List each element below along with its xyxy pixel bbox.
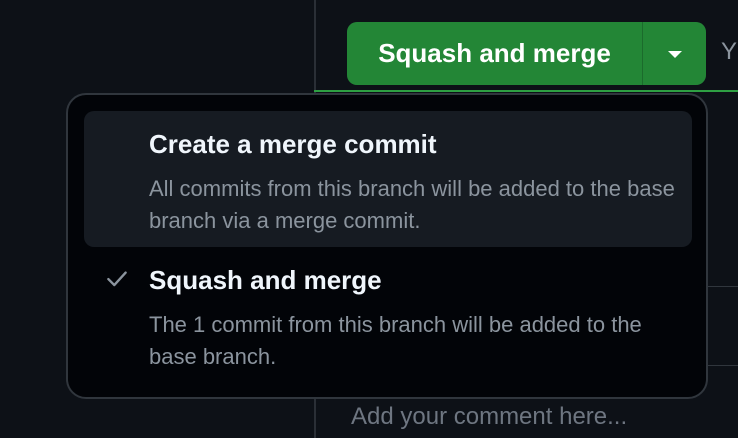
merge-button-group: Squash and merge [347, 22, 706, 85]
merge-box-border [314, 90, 738, 92]
triangle-down-icon [667, 51, 682, 58]
menu-item-description: All commits from this branch will be add… [149, 176, 675, 233]
merge-method-menu: Create a merge commit All commits from t… [66, 93, 708, 399]
menu-item-squash-and-merge[interactable]: Squash and merge The 1 commit from this … [84, 253, 692, 381]
menu-item-description: The 1 commit from this branch will be ad… [149, 312, 642, 369]
menu-item-create-merge-commit[interactable]: Create a merge commit All commits from t… [84, 111, 692, 247]
menu-item-title: Squash and merge [149, 265, 382, 295]
check-icon [107, 271, 127, 287]
merge-options-dropdown-button[interactable] [643, 22, 706, 85]
merge-status-text: Y [721, 38, 738, 65]
squash-and-merge-button[interactable]: Squash and merge [347, 22, 643, 85]
menu-item-title: Create a merge commit [149, 129, 437, 159]
comment-input[interactable]: Add your comment here... [351, 403, 628, 430]
